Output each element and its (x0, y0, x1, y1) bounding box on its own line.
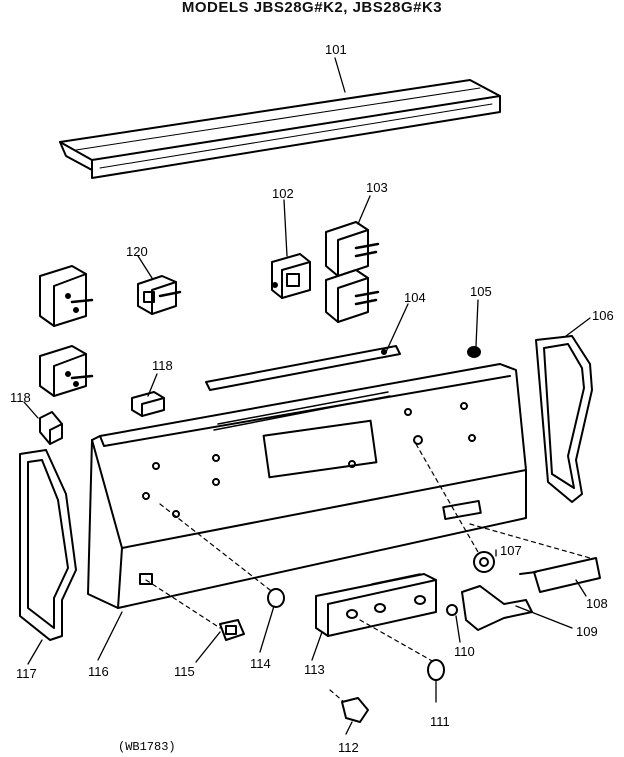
leader-lines (23, 57, 591, 735)
label-109: 109 (576, 624, 598, 639)
label-108: 108 (586, 596, 608, 611)
part-108-bracket (519, 557, 601, 593)
part-labels: 101 102 103 104 105 106 107 108 109 110 … (10, 42, 614, 755)
part-105-grommet (467, 346, 481, 358)
part-106-end-cap-right (535, 335, 593, 503)
part-112-knob (341, 697, 369, 723)
part-115-lamp-socket (219, 619, 245, 641)
part-118-switch (131, 391, 165, 417)
label-102: 102 (272, 186, 294, 201)
label-114: 114 (250, 656, 271, 671)
label-112: 112 (338, 740, 359, 755)
part-118-lamp (39, 411, 63, 445)
label-107: 107 (500, 543, 522, 558)
part-114-knob (267, 588, 285, 608)
label-105: 105 (470, 284, 492, 299)
label-118-lower: 118 (10, 390, 31, 405)
label-113: 113 (304, 662, 325, 677)
part-111-knob (427, 659, 445, 681)
label-120: 120 (126, 244, 148, 259)
label-106: 106 (592, 308, 614, 323)
part-102-switch (271, 253, 311, 299)
part-116-control-panel (87, 363, 527, 609)
part-110-screw (446, 604, 458, 616)
label-117: 117 (16, 666, 37, 681)
label-118-upper: 118 (152, 358, 173, 373)
label-110: 110 (454, 644, 475, 659)
assembly-dashed-lines (145, 443, 591, 703)
part-120-switch (137, 275, 182, 315)
part-117-end-cap-left (19, 449, 77, 641)
part-107-grommet (473, 551, 495, 573)
part-113-timer-module (315, 573, 437, 637)
label-116: 116 (88, 664, 109, 679)
label-103: 103 (366, 180, 388, 195)
label-104: 104 (404, 290, 426, 305)
label-115: 115 (174, 664, 195, 679)
part-104-glass-strip (205, 345, 401, 391)
diagram-code: (WB1783) (118, 740, 176, 754)
label-111: 111 (430, 714, 450, 729)
part-103-relays (325, 221, 380, 323)
part-101-trim-rail (59, 79, 501, 179)
part-left-relays (39, 265, 94, 397)
label-101: 101 (325, 42, 347, 57)
diagram-title: MODELS JBS28G#K2, JBS28G#K3 (181, 0, 443, 16)
